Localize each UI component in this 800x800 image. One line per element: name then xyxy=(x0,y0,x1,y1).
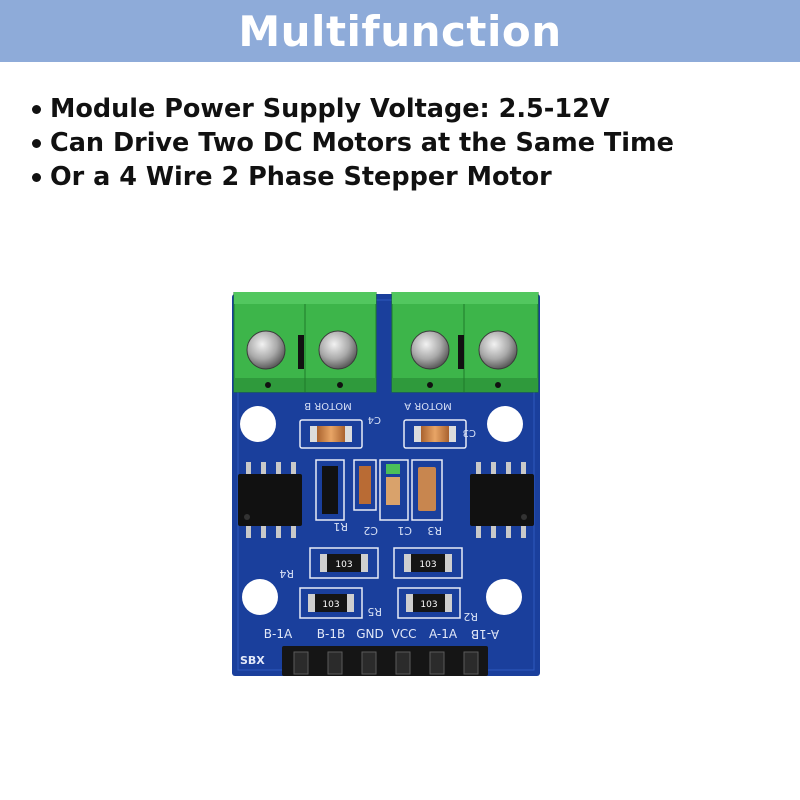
pin-label: B-1A xyxy=(264,627,293,641)
bullet-icon xyxy=(32,172,41,182)
screw-icon xyxy=(478,330,518,370)
resistor-marking: 103 xyxy=(335,560,352,570)
terminal-label: MOTOR B xyxy=(304,400,352,411)
screw-icon xyxy=(246,330,286,370)
feature-text: Can Drive Two DC Motors at the Same Time xyxy=(50,128,674,158)
pin-label: VCC xyxy=(392,627,417,641)
driver-ic-right xyxy=(470,462,534,538)
silkscreen-label: R1 xyxy=(333,520,348,533)
screw-icon xyxy=(410,330,450,370)
silkscreen-label: C1 xyxy=(397,524,412,537)
mounting-hole xyxy=(240,406,276,442)
silkscreen-label: R4 xyxy=(279,567,294,580)
feature-item: Or a 4 Wire 2 Phase Stepper Motor xyxy=(32,160,674,194)
resistor-marking: 103 xyxy=(322,600,339,610)
feature-list: Module Power Supply Voltage: 2.5-12V Can… xyxy=(32,92,674,194)
smd-resistor: 103 xyxy=(393,547,463,579)
pin-label: B-1B xyxy=(317,627,345,641)
terminal-block-motor-a xyxy=(391,292,539,393)
smd-resistor: 103 xyxy=(309,547,379,579)
smd-resistor: 103 xyxy=(299,587,363,619)
motor-driver-board-image: MOTOR B MOTOR A C4 C3 xyxy=(232,292,540,676)
brand-label: SBX xyxy=(240,654,265,667)
resistor-marking: 103 xyxy=(420,600,437,610)
motor-driver-board-illustration: MOTOR B MOTOR A C4 C3 xyxy=(232,292,540,676)
silkscreen-label: R5 xyxy=(367,605,382,618)
silkscreen-label: C3 xyxy=(463,427,476,438)
resistor-marking: 103 xyxy=(419,560,436,570)
feature-item: Module Power Supply Voltage: 2.5-12V xyxy=(32,92,674,126)
title-banner: Multifunction xyxy=(0,0,800,62)
pin-label: A-1A xyxy=(429,627,458,641)
smd-capacitor xyxy=(403,419,467,449)
bullet-icon xyxy=(32,104,41,114)
feature-text: Or a 4 Wire 2 Phase Stepper Motor xyxy=(50,162,552,192)
smd-capacitor xyxy=(299,419,363,449)
smd-resistor: 103 xyxy=(397,587,461,619)
bullet-icon xyxy=(32,138,41,148)
pin-header xyxy=(282,646,488,676)
silkscreen-label: R3 xyxy=(427,524,442,537)
terminal-block-motor-b xyxy=(233,292,377,393)
silkscreen-label: C4 xyxy=(368,414,381,425)
mounting-hole xyxy=(242,579,278,615)
terminal-label: MOTOR A xyxy=(404,400,452,411)
silkscreen-label: R2 xyxy=(463,610,478,623)
silkscreen-label: C2 xyxy=(363,524,378,537)
mounting-hole xyxy=(486,579,522,615)
driver-ic-left xyxy=(238,462,302,538)
feature-text: Module Power Supply Voltage: 2.5-12V xyxy=(50,94,610,124)
pin-label: A-1B xyxy=(471,627,499,641)
pin-label: GND xyxy=(356,627,384,641)
screw-icon xyxy=(318,330,358,370)
feature-item: Can Drive Two DC Motors at the Same Time xyxy=(32,126,674,160)
banner-title: Multifunction xyxy=(238,6,562,56)
mounting-hole xyxy=(487,406,523,442)
